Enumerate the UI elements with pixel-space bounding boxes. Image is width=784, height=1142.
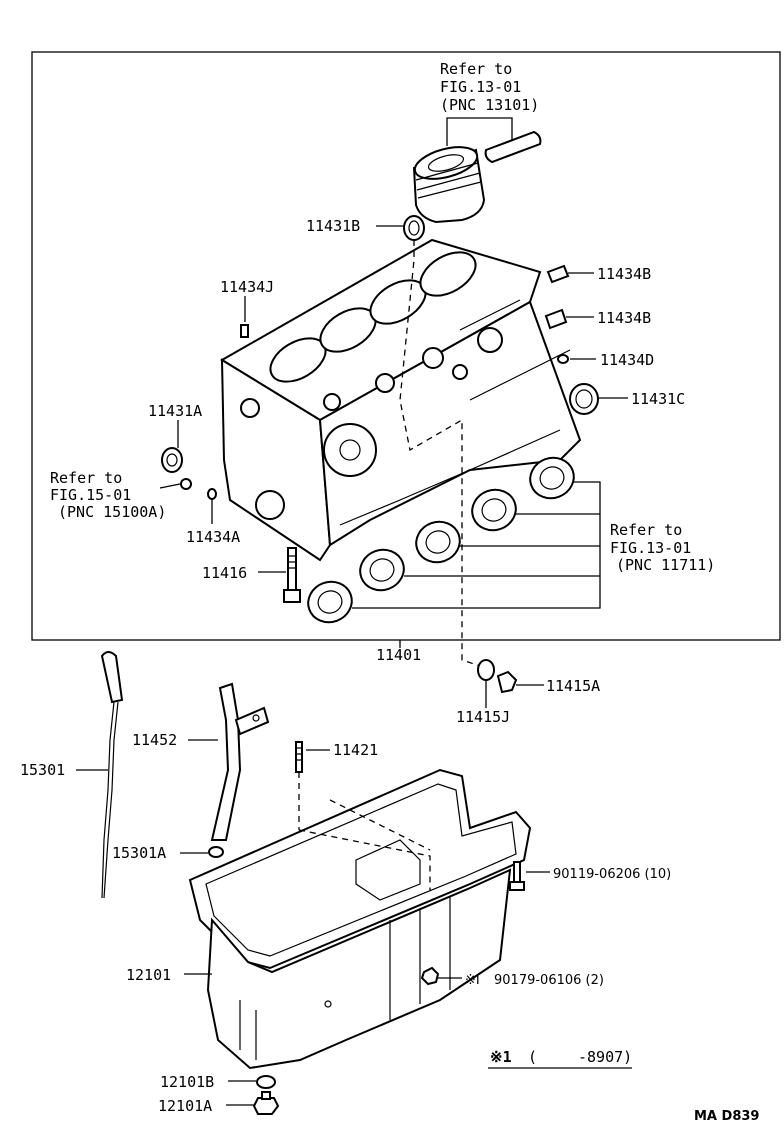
label-11431b: 11431B [306,217,360,235]
ref-piston-line3: (PNC 13101) [440,96,539,114]
dipstick-guide-icon [210,682,270,841]
stud-11421-icon [295,741,303,773]
bearing-cap-5-icon [529,456,575,500]
gasket-12101b-icon [256,1075,276,1089]
cylinder-block-frame [31,51,781,641]
plug-11415a-icon [496,670,518,694]
pin-11434j-icon [240,324,249,338]
label-11452: 11452 [132,731,177,749]
plug-11434b-bottom-icon [544,308,568,330]
note-mark: ※1 [490,1048,512,1066]
bolt-11416-icon [283,547,301,603]
ref-timing-line2: FIG.15-01 [50,486,131,504]
seal-icon [180,478,192,490]
o-ring-15301a-icon [208,846,224,858]
note-open-paren: ( [528,1048,537,1066]
label-12101: 12101 [126,966,171,984]
bolt-90119-icon [509,861,525,891]
label-11431a: 11431A [148,402,202,420]
ref-bearing-line1: Refer to [610,521,682,539]
piston-icon [412,146,486,224]
label-15301: 15301 [20,761,65,779]
label-90119: 90119-06206 (10) [553,867,671,882]
label-90179: 90179-06106 (2) [494,973,604,988]
cylinder-block-icon [220,238,582,562]
bearing-cap-3-icon [415,520,461,564]
label-11415a: 11415A [546,677,600,695]
plug-11434b-top-icon [546,264,570,284]
ref-piston-line1: Refer to [440,60,512,78]
label-11415j: 11415J [456,708,510,726]
label-11416: 11416 [202,564,247,582]
oil-pan-icon [188,768,532,1070]
bushing-11431a-icon [161,447,183,473]
bearing-cap-1-icon [307,580,353,624]
plug-11434d-icon [557,354,569,364]
label-12101a: 12101A [158,1097,212,1115]
label-11434a: 11434A [186,528,240,546]
label-11434b-top: 11434B [597,265,651,283]
ref-timing-line3: (PNC 15100A) [58,503,166,521]
label-11434b-bottom: 11434B [597,309,651,327]
ref-piston-line2: FIG.13-01 [440,78,521,96]
bearing-cap-4-icon [471,488,517,532]
piston-pin-icon [484,130,542,164]
dipstick-icon [100,651,124,899]
bushing-11431b-icon [403,215,425,241]
nut-90179-icon [420,966,440,986]
ref-bearing-line3: (PNC 11711) [616,556,715,574]
plug-11431c-icon [569,383,599,415]
gasket-11415j-icon [477,659,495,681]
note-range: -8907) [578,1048,632,1066]
label-11431c: 11431C [631,390,685,408]
label-11401: 11401 [376,646,421,664]
bearing-cap-2-icon [359,548,405,592]
label-11421: 11421 [333,741,378,759]
label-12101b: 12101B [160,1073,214,1091]
ref-timing-line1: Refer to [50,469,122,487]
diagram-code: MA D839 [694,1109,759,1124]
label-11434j: 11434J [220,278,274,296]
label-15301a: 15301A [112,844,166,862]
drain-plug-12101a-icon [252,1091,280,1115]
pin-11434a-icon [207,488,217,500]
ref-bearing-line2: FIG.13-01 [610,539,691,557]
label-11434d: 11434D [600,351,654,369]
note-mark-90179: ※I [465,973,480,988]
